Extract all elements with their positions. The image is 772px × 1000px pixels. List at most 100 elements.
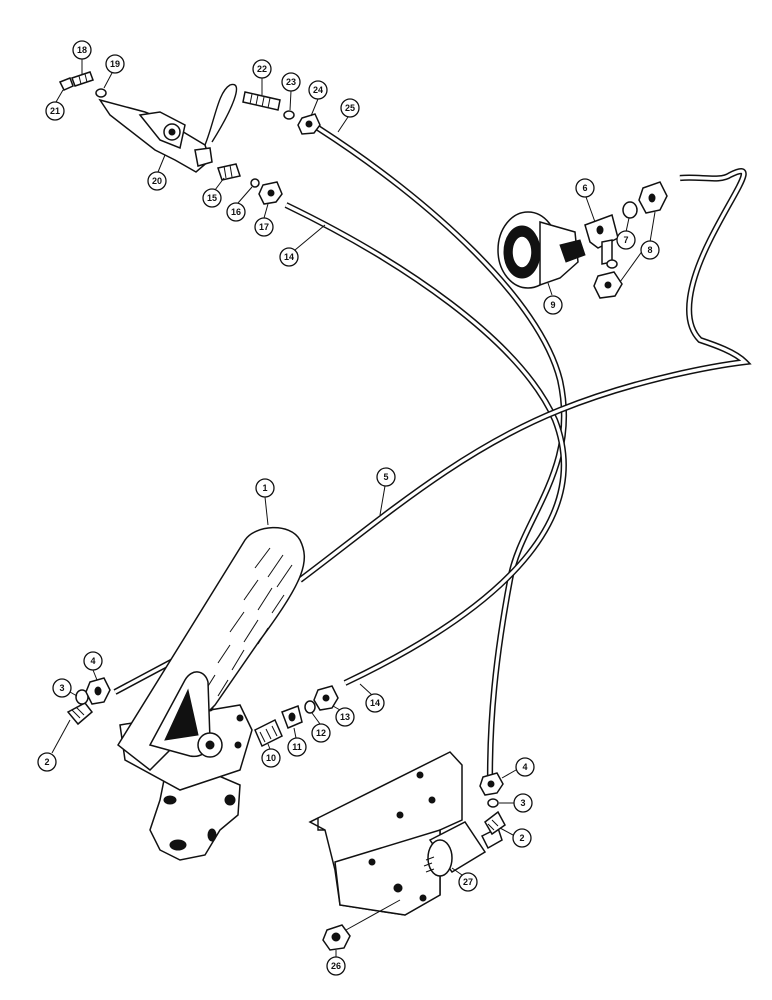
callout-14-lower: 14 <box>359 683 385 713</box>
screw-21 <box>58 77 74 91</box>
svg-text:14: 14 <box>370 698 380 708</box>
mounting-bracket <box>308 751 463 916</box>
callout-4-right: 4 <box>501 757 535 779</box>
nut-4-left <box>85 677 111 705</box>
callout-12: 12 <box>311 712 331 743</box>
tube-14 <box>284 202 567 686</box>
svg-text:11: 11 <box>292 742 302 752</box>
left-fittings <box>66 677 111 726</box>
svg-text:19: 19 <box>110 59 120 69</box>
svg-text:3: 3 <box>520 798 525 808</box>
svg-text:25: 25 <box>345 103 355 113</box>
svg-text:10: 10 <box>266 753 276 763</box>
svg-text:7: 7 <box>623 235 628 245</box>
bracket-assembly <box>308 751 506 951</box>
sleeve-12 <box>304 700 316 714</box>
sleeve-7 <box>622 201 638 219</box>
callout-2-right: 2 <box>499 827 532 848</box>
callout-27: 27 <box>451 867 478 892</box>
fitting-11 <box>281 705 303 729</box>
svg-text:23: 23 <box>286 77 296 87</box>
callout-6: 6 <box>575 178 596 223</box>
callout-13: 13 <box>332 705 355 727</box>
svg-text:6: 6 <box>582 183 587 193</box>
callout-5: 5 <box>376 467 396 516</box>
callout-16: 16 <box>226 186 253 222</box>
callout-24: 24 <box>308 80 328 117</box>
callout-3-right: 3 <box>499 793 533 813</box>
svg-text:9: 9 <box>550 300 555 310</box>
nut-4-right <box>479 772 504 796</box>
callout-21: 21 <box>45 89 65 121</box>
callout-9: 9 <box>543 282 563 315</box>
svg-text:14: 14 <box>284 252 294 262</box>
tube-25 <box>316 125 568 776</box>
gauge-9 <box>497 211 586 289</box>
svg-text:13: 13 <box>340 712 350 722</box>
svg-text:18: 18 <box>77 45 87 55</box>
svg-text:22: 22 <box>257 64 267 74</box>
nut-13 <box>313 685 339 711</box>
callout-8: 8 <box>619 211 660 283</box>
elbow-2-left <box>66 702 94 726</box>
valve-outlet-fittings <box>254 685 339 748</box>
fitting-10 <box>254 718 283 748</box>
svg-text:27: 27 <box>463 877 473 887</box>
tube-5 <box>298 168 752 583</box>
svg-text:20: 20 <box>152 176 162 186</box>
washer-19 <box>95 88 107 98</box>
svg-text:8: 8 <box>647 245 652 255</box>
callout-20: 20 <box>147 154 167 191</box>
callout-10: 10 <box>261 743 281 768</box>
callout-4-left: 4 <box>83 651 103 681</box>
svg-text:21: 21 <box>50 106 60 116</box>
sleeve-3-right <box>487 798 499 808</box>
bolt-18 <box>71 71 94 87</box>
tee-6 <box>584 214 619 265</box>
sleeve-23 <box>283 110 295 120</box>
tubes <box>113 83 752 776</box>
nut-24 <box>297 113 321 135</box>
callout-18: 18 <box>72 40 92 74</box>
callout-26: 26 <box>326 950 346 976</box>
callout-17: 17 <box>254 203 274 237</box>
svg-text:4: 4 <box>522 762 527 772</box>
svg-text:1: 1 <box>262 483 267 493</box>
nut-17 <box>258 181 283 205</box>
valve-20 <box>98 98 213 173</box>
nut-8-upper <box>638 181 668 214</box>
callout-2-left: 2 <box>37 719 71 772</box>
svg-text:17: 17 <box>259 222 269 232</box>
svg-text:26: 26 <box>331 961 341 971</box>
fitting-22 <box>242 91 281 111</box>
callout-15: 15 <box>202 177 225 208</box>
svg-text:3: 3 <box>59 683 64 693</box>
callout-1: 1 <box>255 478 275 526</box>
callouts: 1 2 2 3 3 4 <box>37 40 660 976</box>
sleeve-16 <box>250 178 260 188</box>
callout-25: 25 <box>337 98 360 133</box>
svg-text:12: 12 <box>316 728 326 738</box>
svg-text:2: 2 <box>44 757 49 767</box>
svg-text:4: 4 <box>90 656 95 666</box>
tube-left-short <box>113 657 177 695</box>
svg-text:16: 16 <box>231 207 241 217</box>
callout-19: 19 <box>103 54 125 89</box>
fitting-15 <box>217 163 241 181</box>
callout-23: 23 <box>281 72 301 111</box>
sleeve-8-lower <box>606 259 618 269</box>
pressure-switch-27 <box>423 821 503 877</box>
nut-26 <box>322 899 401 951</box>
brake-pedal-valve <box>117 526 306 861</box>
switch-assembly <box>58 71 321 205</box>
svg-text:2: 2 <box>519 833 524 843</box>
nut-8-lower <box>593 271 623 299</box>
pedal-tread <box>204 547 293 697</box>
callout-7: 7 <box>616 217 636 250</box>
elbow-2-right <box>484 810 506 836</box>
callout-22: 22 <box>252 59 272 95</box>
callout-3-left: 3 <box>52 678 78 698</box>
gauge-assembly <box>497 181 668 299</box>
svg-text:5: 5 <box>383 472 388 482</box>
